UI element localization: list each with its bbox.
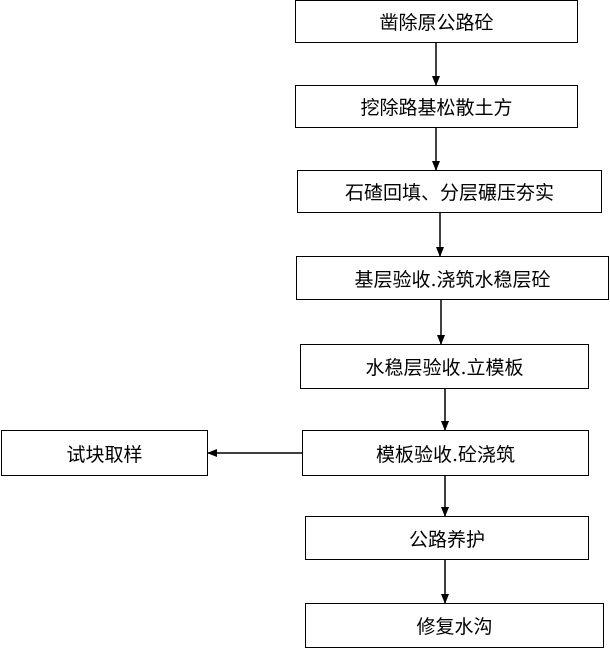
step-box-7: 公路养护 [305, 516, 589, 560]
step-box-3: 石碴回填、分层碾压夯实 [297, 170, 602, 213]
step-label: 公路养护 [408, 528, 485, 551]
step-label: 挖除路基松散土方 [360, 97, 513, 119]
step-label: 石碴回填、分层碾压夯实 [344, 182, 554, 204]
step-label: 模板验收.砼浇筑 [375, 443, 516, 466]
step-label: 修复水沟 [416, 616, 493, 638]
step-label: 凿除原公路砼 [379, 12, 494, 34]
step-box-4: 基层验收.浇筑水稳层砼 [296, 256, 609, 300]
step-box-1: 凿除原公路砼 [295, 0, 578, 43]
step-box-5: 水稳层验收.立模板 [300, 344, 589, 389]
side-step-box: 试块取样 [1, 430, 208, 476]
side-step-label: 试块取样 [66, 443, 143, 466]
step-box-6: 模板验收.砼浇筑 [302, 430, 589, 476]
step-box-2: 挖除路基松散土方 [295, 85, 578, 128]
step-box-8: 修复水沟 [305, 603, 604, 648]
step-label: 水稳层验收.立模板 [365, 357, 524, 379]
step-label: 基层验收.浇筑水稳层砼 [354, 268, 551, 291]
